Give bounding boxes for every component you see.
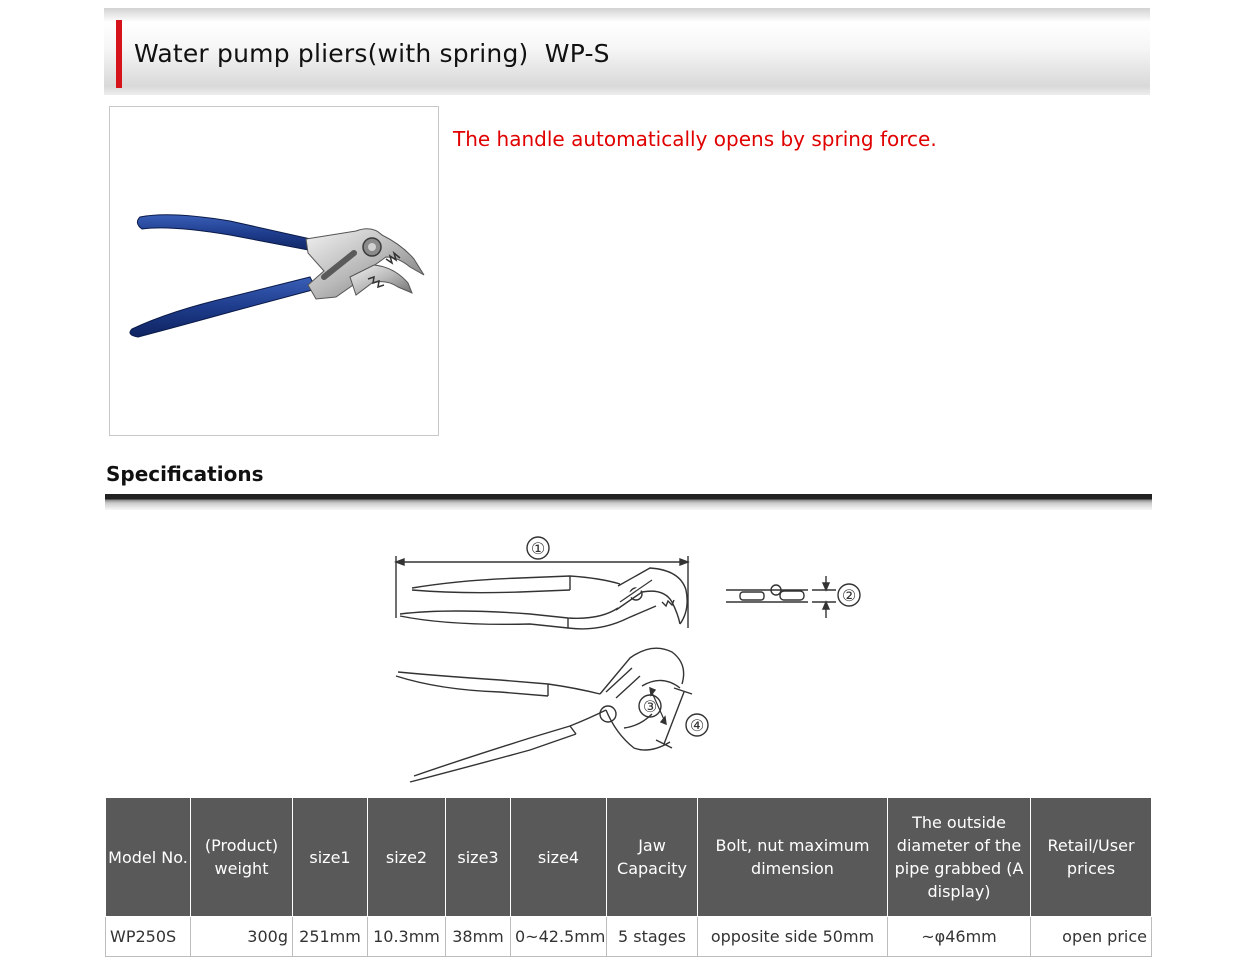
label-circle-1	[526, 536, 550, 560]
title-bar: Water pump pliers(with spring) WP-S	[104, 8, 1150, 95]
page-title: Water pump pliers(with spring) WP-S	[134, 39, 610, 68]
dimension-diagram: ① ②	[394, 536, 861, 783]
product-photo	[109, 106, 439, 436]
column-header-size3: size3	[445, 797, 511, 917]
column-header-model: Model No.	[105, 797, 191, 917]
column-header-bolt-nut: Bolt, nut maximum dimension	[697, 797, 888, 917]
diagram-label-4: ④	[690, 716, 704, 735]
cell-size3: 38mm	[445, 916, 511, 957]
column-header-size1: size1	[292, 797, 368, 917]
column-header-jaw-capacity: Jaw Capacity	[606, 797, 698, 917]
label-circle-2	[837, 583, 861, 607]
cell-price: open price	[1030, 916, 1152, 957]
title-accent-bar	[116, 20, 122, 88]
cell-bolt-nut: opposite side 50mm	[697, 916, 888, 957]
cell-size2: 10.3mm	[367, 916, 446, 957]
specifications-table: Model No. (Product) weight size1 size2 s…	[105, 797, 1152, 957]
table-header-row: Model No. (Product) weight size1 size2 s…	[105, 797, 1152, 917]
pliers-side-view-drawing	[726, 576, 836, 618]
diagram-label-1: ①	[531, 539, 545, 558]
label-circle-3	[638, 694, 662, 718]
cell-jaw-capacity: 5 stages	[606, 916, 698, 957]
pliers-closed-drawing	[399, 567, 688, 630]
cell-pipe-diameter: ~φ46mm	[887, 916, 1031, 957]
section-divider	[105, 494, 1152, 510]
column-header-pipe-diameter: The outside diameter of the pipe grabbed…	[887, 797, 1031, 917]
label-circle-4	[685, 713, 709, 737]
pliers-open-drawing	[395, 647, 693, 783]
product-tagline: The handle automatically opens by spring…	[453, 127, 937, 151]
diagram-label-2: ②	[842, 586, 856, 605]
pliers-illustration	[129, 214, 425, 338]
column-header-weight: (Product) weight	[190, 797, 293, 917]
cell-model: WP250S	[105, 916, 191, 957]
cell-size4: 0~42.5mm	[510, 916, 607, 957]
column-header-size4: size4	[510, 797, 607, 917]
specifications-heading: Specifications	[106, 462, 264, 486]
cell-size1: 251mm	[292, 916, 368, 957]
column-header-size2: size2	[367, 797, 446, 917]
diagram-label-3: ③	[643, 697, 657, 716]
column-header-price: Retail/User prices	[1030, 797, 1152, 917]
table-row: WP250S 300g 251mm 10.3mm 38mm 0~42.5mm 5…	[105, 916, 1152, 957]
size1-arrows	[394, 557, 690, 567]
cell-weight: 300g	[190, 916, 293, 957]
